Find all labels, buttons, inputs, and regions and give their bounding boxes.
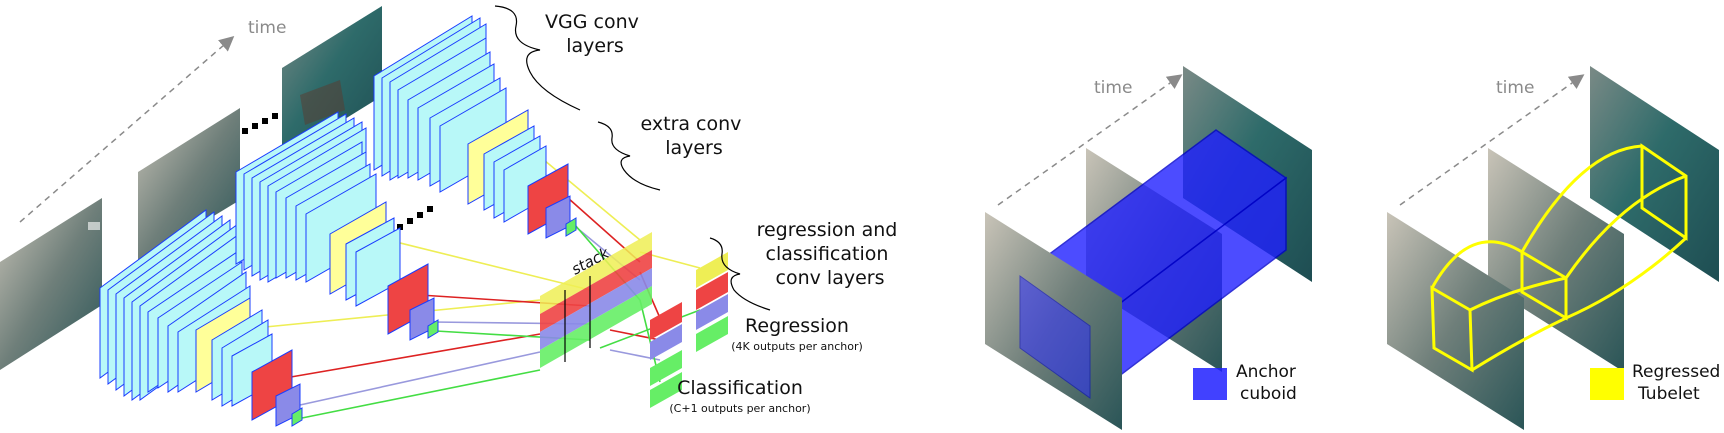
legend-swatch [1590, 368, 1624, 400]
classification-sublabel: (C+1 outputs per anchor) [669, 402, 810, 415]
video-frame-2 [1488, 148, 1624, 372]
classification-label: Classification [677, 377, 803, 399]
extra-brace [597, 121, 661, 191]
left-panel: time [0, 5, 904, 427]
legend-label: Anchor cuboid [1236, 362, 1301, 404]
regressed-tubelet [1430, 143, 1688, 373]
legend-label: Regressed Tubelet [1632, 362, 1724, 404]
classification-output-maps [650, 350, 682, 408]
ellipsis-dots-1 [242, 113, 278, 134]
output-maps-stream-3 [527, 163, 577, 239]
output-maps-stream-1 [251, 349, 303, 427]
time-label: time [1094, 78, 1132, 98]
right-panel: time Regressed Tubelet [1387, 66, 1724, 430]
vgg-brace [494, 5, 581, 111]
ellipsis-dots-2 [397, 206, 433, 230]
time-arrow [19, 36, 235, 223]
time-label: time [1496, 78, 1534, 98]
video-frame-1 [0, 198, 102, 370]
regcls-brace [709, 237, 771, 311]
video-frame-1 [985, 212, 1122, 430]
video-frame-2 [138, 108, 240, 262]
conv-stack-stream-3 [373, 15, 507, 193]
stacked-maps [540, 232, 652, 368]
regression-output-maps [650, 252, 728, 360]
time-arrow [997, 74, 1183, 206]
middle-panel: time Anchor cuboid [985, 66, 1312, 430]
video-frame-1 [1387, 212, 1524, 430]
vgg-label: VGG conv layers [545, 11, 645, 57]
regression-sublabel: (4K outputs per anchor) [731, 340, 863, 353]
legend-swatch [1193, 368, 1227, 400]
regcls-label: regression and classification conv layer… [757, 219, 904, 289]
regression-label: Regression [745, 315, 849, 337]
video-frame-3 [282, 6, 382, 158]
extra-conv-label: extra conv layers [641, 113, 748, 159]
time-arrow [1399, 74, 1585, 206]
output-maps-stream-2 [387, 263, 439, 341]
time-label: time [248, 18, 286, 38]
